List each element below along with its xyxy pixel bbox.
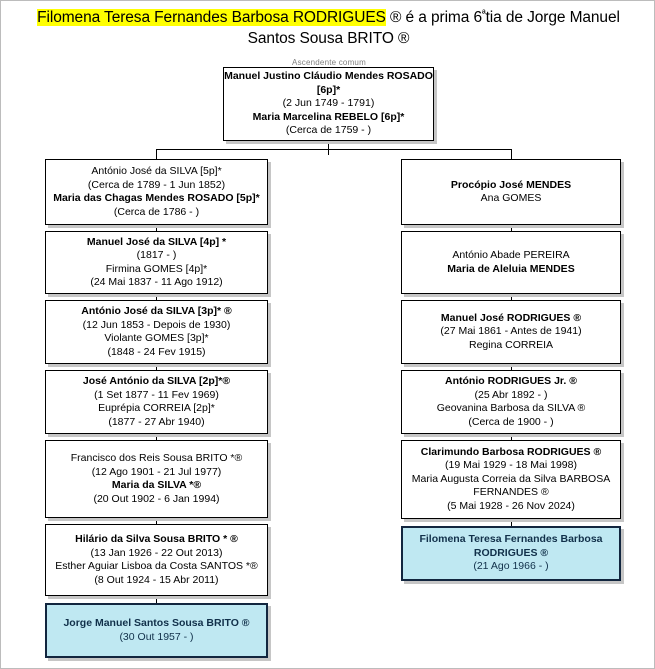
- person-date-a: (25 Abr 1892 - ): [474, 388, 548, 401]
- ancestor-name-line1: Manuel Justino Cláudio Mendes ROSADO: [224, 70, 433, 83]
- ancestor-box[interactable]: Manuel Justino Cláudio Mendes ROSADO [6p…: [223, 67, 434, 141]
- person-date-a: (30 Out 1957 - ): [119, 630, 194, 643]
- right-box-1[interactable]: Procópio José MENDES Ana GOMES: [401, 159, 621, 225]
- person-name-b: Maria das Chagas Mendes ROSADO [5p]*: [53, 192, 260, 204]
- person-date-a: (Cerca de 1789 - 1 Jun 1852): [87, 178, 226, 191]
- left-box-2[interactable]: Manuel José da SILVA [4p] * (1817 - ) Fi…: [45, 231, 268, 294]
- person-name-b: Geovanina Barbosa da SILVA ®: [436, 402, 586, 414]
- person-name-b: Firmina GOMES [4p]*: [105, 262, 208, 275]
- right-box-3[interactable]: Manuel José RODRIGUES ® (27 Mai 1861 - A…: [401, 300, 621, 364]
- person-name-a: Procópio José MENDES: [450, 178, 572, 191]
- person-name-a: António RODRIGUES Jr. ®: [445, 375, 577, 387]
- person-name-b: Ana GOMES: [480, 192, 542, 204]
- person-name-a: Francisco dos Reis Sousa BRITO *®: [70, 452, 243, 464]
- person-name-a: Filomena Teresa Fernandes Barbosa RODRIG…: [419, 533, 603, 559]
- person-date-a: (12 Jun 1853 - Depois de 1930): [82, 318, 231, 331]
- right-focus-person-box[interactable]: Filomena Teresa Fernandes Barbosa RODRIG…: [401, 526, 621, 581]
- left-focus-person-box[interactable]: Jorge Manuel Santos Sousa BRITO ® (30 Ou…: [45, 603, 268, 658]
- connector-left-drop: [156, 149, 157, 159]
- person-name-a: António Abade PEREIRA: [452, 249, 570, 261]
- connector-right-2: [511, 294, 512, 300]
- person-name-a: António José da SILVA [5p]*: [91, 165, 222, 177]
- person-name-a: António José da SILVA [3p]* ®: [81, 305, 232, 317]
- connector-left-4: [156, 434, 157, 440]
- person-date-b: (Cerca de 1900 - ): [468, 415, 554, 428]
- person-name-b: Maria Augusta Correia da Silva BARBOSA F…: [411, 472, 611, 499]
- person-date-a: (27 Mai 1861 - Antes de 1941): [440, 325, 582, 338]
- left-box-6[interactable]: Hilário da Silva Sousa BRITO * ® (13 Jan…: [45, 524, 268, 596]
- ancestor-name-line2: [6p]*: [316, 83, 341, 96]
- ancestor-date-line2: (Cerca de 1759 - ): [285, 124, 372, 137]
- person-date-a: (1 Set 1877 - 11 Fev 1969): [94, 388, 219, 401]
- person-date-a: (19 Mai 1929 - 18 Mai 1998): [445, 459, 577, 472]
- person-date-a: (1817 - ): [136, 249, 177, 261]
- right-box-2[interactable]: António Abade PEREIRA Maria de Aleluia M…: [401, 231, 621, 294]
- person-name-b: Esther Aguiar Lisboa da Costa SANTOS *®: [55, 560, 258, 572]
- connector-left-3: [156, 364, 157, 370]
- right-box-4[interactable]: António RODRIGUES Jr. ® (25 Abr 1892 - )…: [401, 370, 621, 434]
- right-box-5[interactable]: Clarimundo Barbosa RODRIGUES ® (19 Mai 1…: [401, 440, 621, 519]
- left-box-4[interactable]: José António da SILVA [2p]*® (1 Set 1877…: [45, 370, 268, 434]
- person-date-a: (13 Jan 1926 - 22 Out 2013): [90, 546, 223, 559]
- connector-left-2: [156, 294, 157, 300]
- page-title-ordinal-suffix: ª: [481, 9, 486, 20]
- ancestor-date-line1: (2 Jun 1749 - 1791): [282, 97, 375, 110]
- person-name-a: Hilário da Silva Sousa BRITO * ®: [75, 533, 238, 545]
- connector-right-5: [511, 519, 512, 526]
- person-name-b: Violante GOMES [3p]*: [104, 332, 209, 344]
- person-name-a: José António da SILVA [2p]*®: [82, 375, 231, 387]
- person-date-a: (21 Ago 1966 - ): [473, 560, 549, 573]
- person-name-b: Maria de Aleluia MENDES: [447, 262, 575, 275]
- ancestor-name-line3: Maria Marcelina REBELO [6p]*: [252, 110, 405, 123]
- person-date-b: (Cerca de 1786 - ): [113, 205, 200, 218]
- person-date-b: (1848 - 24 Fev 1915): [107, 345, 206, 358]
- person-name-a: Manuel José da SILVA [4p] *: [86, 235, 227, 248]
- connector-left-1: [156, 225, 157, 231]
- person-name-b: Maria da SILVA *®: [111, 479, 202, 491]
- common-ancestor-caption: Ascendente comum: [292, 58, 366, 67]
- person-name-a: Clarimundo Barbosa RODRIGUES ®: [420, 445, 602, 458]
- page-title-relation-prefix: ® é a prima 6: [385, 9, 482, 26]
- left-box-1[interactable]: António José da SILVA [5p]* (Cerca de 17…: [45, 159, 268, 225]
- connector-left-5: [156, 518, 157, 524]
- connector-split-bar: [156, 149, 511, 150]
- person-name-a: Manuel José RODRIGUES ®: [440, 311, 582, 324]
- person-name-a: Jorge Manuel Santos Sousa BRITO ®: [63, 617, 250, 629]
- page-title-highlighted-name: Filomena Teresa Fernandes Barbosa RODRIG…: [37, 9, 386, 26]
- person-date-b: (24 Mai 1837 - 11 Ago 1912): [90, 276, 223, 288]
- connector-ancestor-stem: [328, 141, 329, 155]
- person-name-b: Euprépia CORREIA [2p]*: [98, 402, 215, 414]
- person-date-b: (8 Out 1924 - 15 Abr 2011): [94, 573, 219, 586]
- connector-left-6: [156, 596, 157, 603]
- connector-right-drop: [511, 149, 512, 159]
- person-name-b: Regina CORREIA: [468, 338, 554, 351]
- left-box-3[interactable]: António José da SILVA [3p]* ® (12 Jun 18…: [45, 300, 268, 364]
- person-date-a: (12 Ago 1901 - 21 Jul 1977): [91, 465, 222, 478]
- person-date-b: (5 Mai 1928 - 26 Nov 2024): [447, 499, 575, 512]
- left-box-5[interactable]: Francisco dos Reis Sousa BRITO *® (12 Ag…: [45, 440, 268, 518]
- connector-right-1: [511, 225, 512, 231]
- person-date-b: (1877 - 27 Abr 1940): [108, 415, 205, 428]
- connector-right-3: [511, 364, 512, 370]
- page-title: Filomena Teresa Fernandes Barbosa RODRIG…: [15, 7, 642, 49]
- connector-right-4: [511, 434, 512, 440]
- page-title-relation-tail: tia de Jorge Manuel Santos Sousa BRITO ®: [247, 9, 620, 47]
- person-date-b: (20 Out 1902 - 6 Jan 1994): [93, 492, 220, 505]
